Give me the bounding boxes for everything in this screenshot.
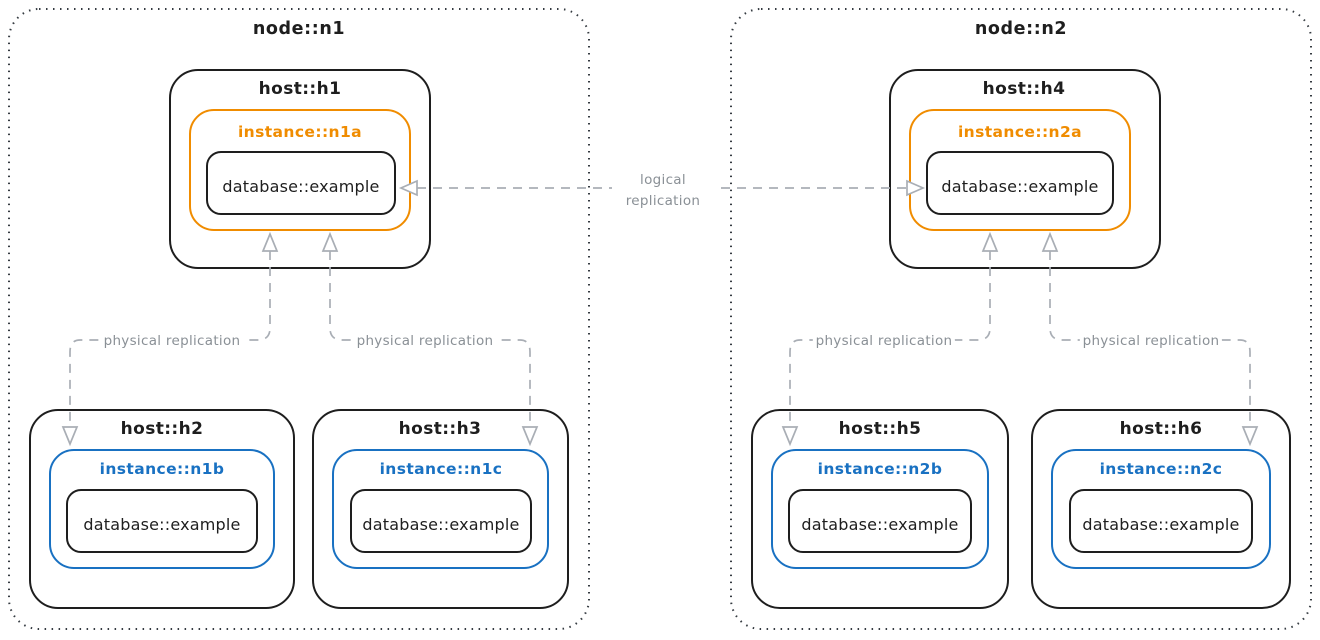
arrow-left-icon	[398, 179, 418, 197]
instance-n1a-border	[189, 109, 411, 231]
edge-line	[789, 251, 991, 426]
database-n1a: database::example	[206, 151, 396, 215]
physical-replication-label: physical replication	[816, 333, 953, 349]
host-h6: host::h6 instance::n2c database::example	[1031, 409, 1291, 609]
physical-replication-label: physical replication	[1083, 333, 1220, 349]
node-n1: node::n1 host::h1 instance::n1a database…	[8, 8, 590, 630]
host-h4-border	[889, 69, 1161, 269]
database-n2c: database::example	[1069, 489, 1253, 553]
instance-n1a: instance::n1a database::example	[189, 109, 411, 231]
arrow-down-icon	[1241, 426, 1259, 447]
arrow-up-icon	[261, 231, 279, 252]
database-n1c: database::example	[350, 489, 532, 553]
physical-replication-edge-n1a-n1b: physical replication	[61, 231, 279, 447]
database-n1c-label: database::example	[362, 515, 519, 534]
host-h5: host::h5 instance::n2b database::example	[751, 409, 1009, 609]
arrow-down-icon	[521, 426, 539, 447]
instance-n2a-label: instance::n2a	[958, 123, 1082, 141]
instance-n1b-label: instance::n1b	[100, 460, 225, 478]
host-h4: host::h4 instance::n2a database::example	[889, 69, 1161, 269]
instance-n2a: instance::n2a database::example	[909, 109, 1131, 231]
edge-line	[69, 251, 271, 426]
physical-replication-label: physical replication	[104, 333, 241, 349]
database-n1b: database::example	[66, 489, 258, 553]
database-n2b-border	[788, 489, 972, 553]
arrow-up-icon	[1041, 231, 1059, 252]
node-n2-label: node::n2	[975, 19, 1067, 39]
database-n1b-border	[66, 489, 258, 553]
host-h6-border	[1031, 409, 1291, 609]
node-n2: node::n2 host::h4 instance::n2a database…	[730, 8, 1312, 630]
database-n1c-border	[350, 489, 532, 553]
host-h1-label: host::h1	[259, 79, 342, 99]
edge-line	[1049, 251, 1251, 426]
instance-n1c: instance::n1c database::example	[332, 449, 549, 569]
instance-n2c-border	[1051, 449, 1271, 569]
instance-n1b: instance::n1b database::example	[49, 449, 275, 569]
instance-n2c-label: instance::n2c	[1100, 460, 1223, 478]
physical-replication-edge-n2a-n2c: physical replication	[1041, 231, 1259, 447]
node-n1-label: node::n1	[253, 19, 345, 39]
arrow-up-icon	[981, 231, 999, 252]
host-h2-border	[29, 409, 295, 609]
instance-n2b: instance::n2b database::example	[771, 449, 989, 569]
database-n2b: database::example	[788, 489, 972, 553]
database-n2a-label: database::example	[941, 177, 1098, 196]
instance-n1c-label: instance::n1c	[380, 460, 503, 478]
instance-n2c: instance::n2c database::example	[1051, 449, 1271, 569]
host-h5-label: host::h5	[839, 419, 922, 439]
database-n2a-border	[926, 151, 1114, 215]
instance-n1c-border	[332, 449, 549, 569]
instance-n2b-label: instance::n2b	[818, 460, 943, 478]
database-n1a-border	[206, 151, 396, 215]
logical-replication-edge: logical replication	[398, 166, 926, 213]
host-h5-border	[751, 409, 1009, 609]
host-h3-label: host::h3	[399, 419, 482, 439]
host-h3: host::h3 instance::n1c database::example	[312, 409, 569, 609]
node-n2-border	[730, 8, 1312, 630]
host-h2: host::h2 instance::n1b database::example	[29, 409, 295, 609]
physical-replication-label: physical replication	[357, 333, 494, 349]
host-h1-border	[169, 69, 431, 269]
database-n2b-label: database::example	[801, 515, 958, 534]
host-h2-label: host::h2	[121, 419, 204, 439]
host-h4-label: host::h4	[983, 79, 1066, 99]
arrow-down-icon	[61, 426, 79, 447]
host-h3-border	[312, 409, 569, 609]
instance-n2a-border	[909, 109, 1131, 231]
instance-n2b-border	[771, 449, 989, 569]
database-n2a: database::example	[926, 151, 1114, 215]
instance-n1a-label: instance::n1a	[238, 123, 362, 141]
instance-n1b-border	[49, 449, 275, 569]
label-background	[612, 166, 714, 212]
host-h1: host::h1 instance::n1a database::example	[169, 69, 431, 269]
database-n1a-label: database::example	[222, 177, 379, 196]
database-n2c-border	[1069, 489, 1253, 553]
physical-replication-edge-n1a-n1c: physical replication	[321, 231, 539, 447]
arrow-right-icon	[906, 179, 926, 197]
physical-replication-edge-n2a-n2b: physical replication	[781, 231, 999, 447]
arrow-down-icon	[781, 426, 799, 447]
logical-replication-label-line2: replication	[626, 193, 701, 209]
edge-line	[329, 251, 531, 426]
database-n2c-label: database::example	[1082, 515, 1239, 534]
arrow-up-icon	[321, 231, 339, 252]
node-n1-border	[8, 8, 590, 630]
database-n1b-label: database::example	[83, 515, 240, 534]
logical-replication-label-line1: logical	[640, 172, 686, 188]
host-h6-label: host::h6	[1120, 419, 1203, 439]
